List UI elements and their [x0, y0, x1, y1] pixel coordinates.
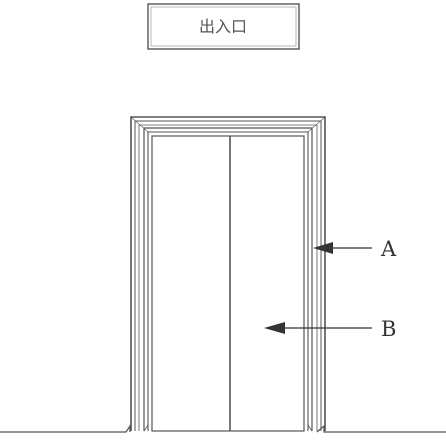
callout-a-arrowhead	[313, 242, 333, 254]
door-frame-jamb	[147, 131, 309, 431]
callout-b-arrowhead	[264, 322, 285, 334]
exit-sign-frame	[147, 3, 300, 50]
door-frame-moulding-3	[143, 127, 313, 431]
exit-sign-inner-frame	[150, 6, 297, 47]
door-frame-outer	[130, 116, 326, 431]
door-panels	[151, 135, 305, 432]
exit-sign-text: 出入口	[199, 17, 247, 36]
door-frame-moulding-1	[134, 120, 322, 431]
door-frame	[130, 116, 326, 432]
door-frame-moulding-2	[138, 124, 318, 431]
exit-sign: 出入口	[147, 3, 300, 50]
callout-b: B	[264, 317, 396, 341]
callout-a-label: A	[380, 237, 397, 261]
callout-b-label: B	[381, 317, 396, 341]
door-panel-area	[151, 135, 305, 432]
callout-a: A	[313, 237, 397, 261]
